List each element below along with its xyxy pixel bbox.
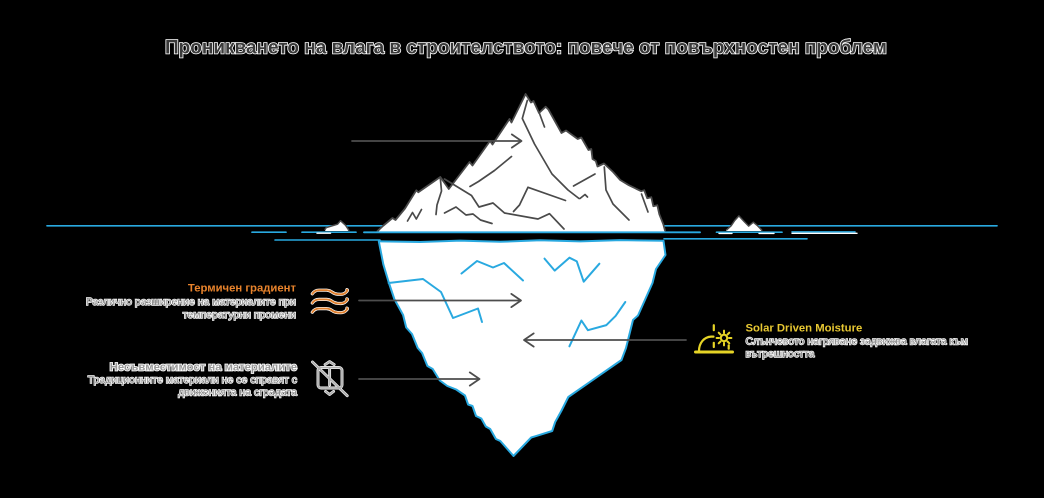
svg-text:вътрешността: вътрешността <box>746 348 815 360</box>
svg-text:Термичен градиент: Термичен градиент <box>188 283 297 295</box>
svg-text:температурни промени: температурни промени <box>183 309 296 321</box>
svg-text:Solar Driven Moisture: Solar Driven Moisture <box>746 323 863 335</box>
svg-text:Различно разширение на материа: Различно разширение на материалите при <box>86 296 296 308</box>
svg-text:Проникването на влага в строит: Проникването на влага в строителството: … <box>165 38 887 59</box>
svg-text:Слънчевото нагряване задвижва: Слънчевото нагряване задвижва влагата къ… <box>746 336 968 348</box>
svg-text:движенията на сградата: движенията на сградата <box>178 387 297 399</box>
svg-text:Традиционните материали не се: Традиционните материали не се справят с <box>88 374 297 386</box>
svg-text:Несъвместимост на материалите: Несъвместимост на материалите <box>110 362 297 374</box>
